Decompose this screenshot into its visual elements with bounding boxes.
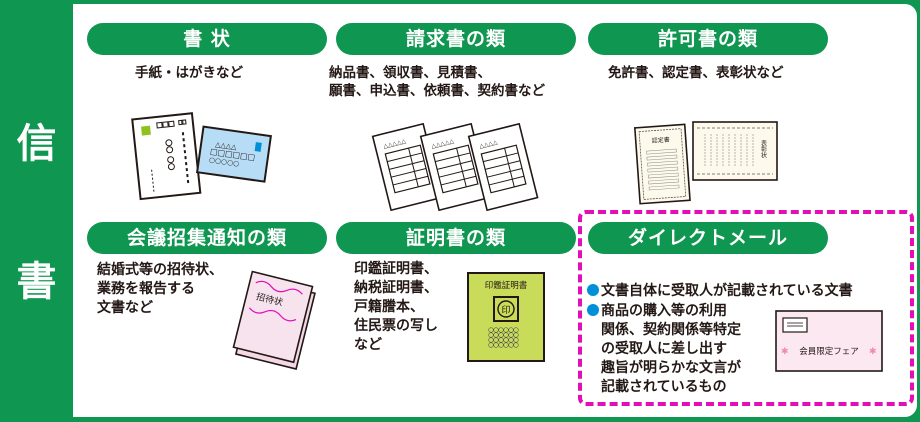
dm-bullet-2-text: 商品の購入等の利用 関係、契約関係等特定 の受取人に差し出す 趣旨が明らかな文言…: [601, 303, 741, 395]
category-desc-kyokasho: 免許書、認定書、表彰状など: [608, 65, 784, 81]
svg-text:✱: ✱: [869, 347, 877, 357]
dm-bullet-2: 商品の購入等の利用 関係、契約関係等特定 の受取人に差し出す 趣旨が明らかな文言…: [587, 283, 741, 397]
category-desc-kaigi: 結婚式等の招待状、 業務を報告する 文書など: [97, 262, 223, 316]
invoice-forms-icon: △△△△△ △△△△△ △△△△: [371, 122, 539, 212]
seal-certificate-icon: 印鑑証明書 印: [467, 272, 545, 362]
svg-text:印: 印: [501, 304, 510, 316]
direct-mail-highlight-box: [578, 210, 914, 406]
svg-text:印鑑証明書: 印鑑証明書: [485, 280, 528, 291]
dm-bullet-1: 文書自体に受取人が記載されている文書: [587, 263, 853, 301]
invitation-card-icon: 招待状: [232, 270, 316, 370]
side-label-char-sho: 書: [16, 259, 57, 305]
category-title-kaigi: 会議招集通知の類: [87, 222, 327, 254]
certificates-icon: 認定書 表彰状: [633, 121, 778, 205]
category-title-seikyusho: 請求書の類: [336, 23, 576, 55]
svg-text:会員限定フェア: 会員限定フェア: [799, 346, 859, 357]
bullet-dot-icon: [587, 284, 599, 296]
category-title-shomeisho: 証明書の類: [336, 222, 576, 254]
svg-text:表彰状: 表彰状: [760, 139, 767, 158]
category-desc-seikyusho: 納品書、領収書、見積書、 願書、申込書、依頼書、契約書など: [329, 65, 545, 99]
category-title-direct-mail: ダイレクトメール: [588, 222, 828, 254]
category-desc-shomeisho: 印鑑証明書、 納税証明書、 戸籍謄本、 住民票の写し など: [354, 261, 438, 353]
svg-text:認定書: 認定書: [651, 135, 670, 144]
category-title-shojo: 書 状: [87, 23, 327, 55]
dm-postcard-icon: ✱ 会員限定フェア ✱: [775, 310, 883, 372]
content-panel: 書 状 手紙・はがきなど △△△△ □: [73, 4, 917, 417]
side-label-char-shin: 信: [16, 121, 57, 167]
category-desc-shojo: 手紙・はがきなど: [135, 65, 243, 81]
svg-text:△△△△: △△△△: [215, 140, 238, 151]
svg-text:✱: ✱: [781, 347, 789, 357]
bullet-dot-icon: [587, 304, 599, 316]
postcard-envelope-icon: △△△△ □□□□□□ ○○○○○: [131, 112, 272, 201]
side-label: 信 書: [0, 0, 73, 422]
category-title-kyokasho: 許可書の類: [588, 23, 828, 55]
svg-text:△△△△: △△△△: [479, 139, 499, 150]
